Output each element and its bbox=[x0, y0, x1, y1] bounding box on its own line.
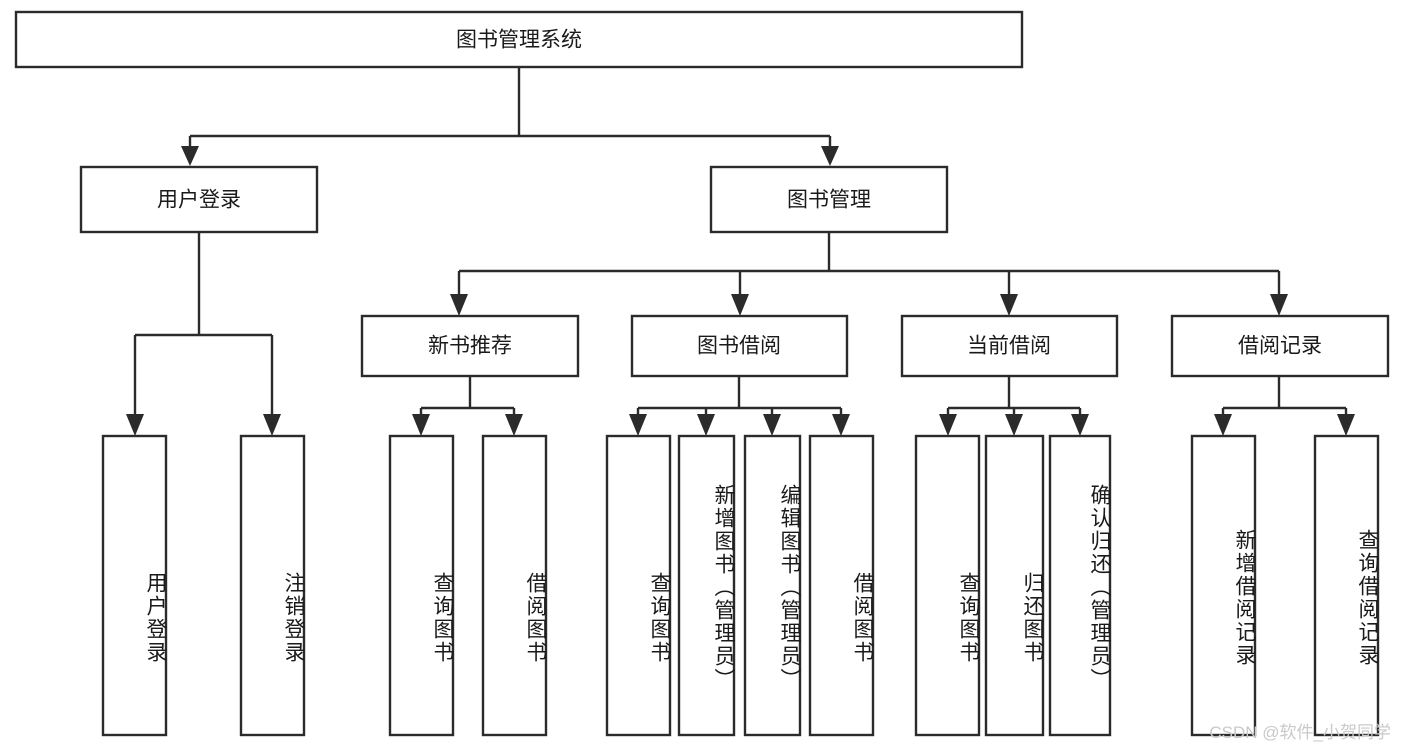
leaf-box-10[interactable] bbox=[984, 434, 1045, 737]
connector-group-record bbox=[1214, 376, 1355, 436]
arrow-head-leaf-9 bbox=[939, 414, 957, 436]
connector-group-current bbox=[939, 376, 1089, 436]
arrow-head-new-book bbox=[450, 294, 468, 316]
leaf-box-12[interactable] bbox=[1190, 434, 1257, 737]
leaf-boxes bbox=[101, 434, 1380, 737]
arrow-head-leaf-4 bbox=[505, 414, 523, 436]
arrow-head-leaf-10 bbox=[1005, 414, 1023, 436]
leaf-box-8[interactable] bbox=[808, 434, 875, 737]
node-book-management[interactable]: 图书管理 bbox=[709, 165, 949, 234]
node-root-label: 图书管理系统 bbox=[456, 29, 582, 52]
leaf-box-1[interactable] bbox=[101, 434, 168, 737]
node-root[interactable]: 图书管理系统 bbox=[14, 10, 1024, 69]
arrow-head-current bbox=[1000, 294, 1018, 316]
leaf-box-11[interactable] bbox=[1048, 434, 1112, 737]
node-current-borrow[interactable]: 当前借阅 bbox=[900, 314, 1119, 378]
node-new-book-recommend-label: 新书推荐 bbox=[428, 335, 512, 358]
arrow-head-book-mgmt bbox=[821, 146, 839, 166]
node-current-borrow-label: 当前借阅 bbox=[967, 335, 1051, 358]
leaf-box-13[interactable] bbox=[1313, 434, 1380, 737]
node-book-management-box[interactable] bbox=[709, 165, 949, 234]
node-new-book-recommend[interactable]: 新书推荐 bbox=[360, 314, 580, 378]
node-user-login-box[interactable] bbox=[79, 165, 319, 234]
arrow-head-leaf-11 bbox=[1071, 414, 1089, 436]
node-current-borrow-box[interactable] bbox=[900, 314, 1119, 378]
node-book-management-label: 图书管理 bbox=[787, 189, 871, 212]
arrow-head-record bbox=[1270, 294, 1288, 316]
connector-group-book-mgmt bbox=[450, 233, 1288, 316]
leaf-box-4[interactable] bbox=[481, 434, 548, 737]
arrow-head-leaf-12 bbox=[1214, 414, 1232, 436]
node-user-login-label: 用户登录 bbox=[157, 189, 241, 212]
node-borrow-record[interactable]: 借阅记录 bbox=[1170, 314, 1390, 378]
arrow-head-leaf-13 bbox=[1337, 414, 1355, 436]
node-book-borrow-box[interactable] bbox=[630, 314, 849, 378]
leaf-box-2[interactable] bbox=[239, 434, 306, 737]
arrow-head-leaf-2 bbox=[263, 414, 281, 436]
arrow-head-user-login bbox=[181, 146, 199, 166]
leaf-box-6[interactable] bbox=[677, 434, 736, 737]
node-borrow-record-label: 借阅记录 bbox=[1238, 335, 1322, 358]
arrow-head-leaf-5 bbox=[629, 414, 647, 436]
csdn-watermark: CSDN @软件_小贺同学 bbox=[1209, 723, 1391, 742]
arrow-head-leaf-7 bbox=[763, 414, 781, 436]
node-new-book-recommend-box[interactable] bbox=[360, 314, 580, 378]
connector-group-user-login bbox=[126, 233, 281, 436]
leaf-box-7[interactable] bbox=[743, 434, 802, 737]
leaf-box-3[interactable] bbox=[388, 434, 455, 737]
node-borrow-record-box[interactable] bbox=[1170, 314, 1390, 378]
connector-group-root bbox=[181, 68, 839, 166]
leaf-box-9[interactable] bbox=[914, 434, 981, 737]
node-root-box[interactable] bbox=[14, 10, 1024, 69]
arrow-head-borrow bbox=[731, 294, 749, 316]
node-book-borrow-label: 图书借阅 bbox=[697, 335, 781, 358]
connector-group-new-book bbox=[412, 376, 523, 436]
node-book-borrow[interactable]: 图书借阅 bbox=[630, 314, 849, 378]
leaf-box-5[interactable] bbox=[605, 434, 672, 737]
node-user-login[interactable]: 用户登录 bbox=[79, 165, 319, 234]
connector-group-borrow bbox=[629, 376, 850, 436]
arrow-head-leaf-8 bbox=[832, 414, 850, 436]
arrow-head-leaf-1 bbox=[126, 414, 144, 436]
arrow-head-leaf-6 bbox=[697, 414, 715, 436]
arrow-head-leaf-3 bbox=[412, 414, 430, 436]
